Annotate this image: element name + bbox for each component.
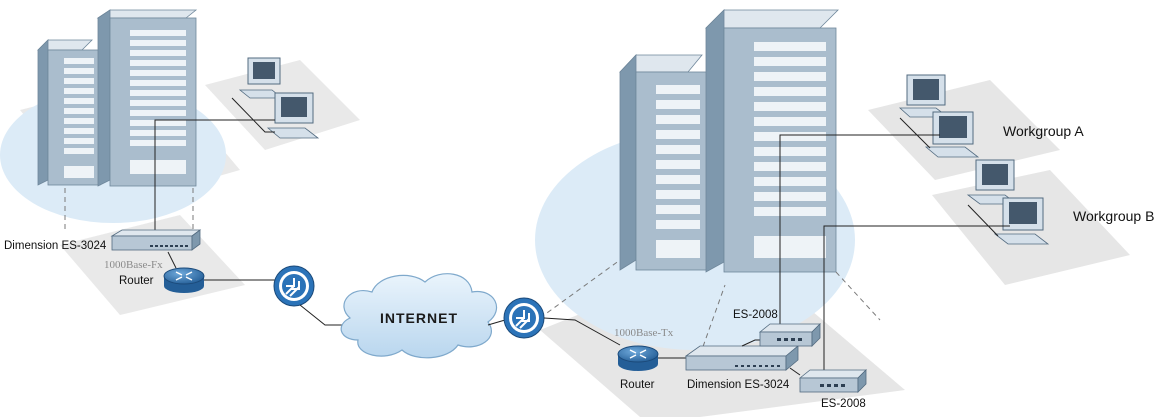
right-switch-es3024 bbox=[684, 345, 800, 371]
left-switch-es3024 bbox=[110, 229, 202, 251]
right-dash-3 bbox=[835, 271, 881, 321]
workgroup-b-cable bbox=[823, 225, 1010, 370]
es2008-top-label: ES-2008 bbox=[733, 309, 778, 321]
workgroup-b-pc-2 bbox=[993, 197, 1050, 245]
left-site bbox=[0, 9, 360, 326]
right-switch-label: Dimension ES-3024 bbox=[687, 379, 790, 391]
es2008-bottom-switch bbox=[798, 369, 867, 393]
left-cable-pc1 bbox=[231, 97, 275, 133]
right-cable-internet-gateway bbox=[487, 319, 506, 326]
left-switch-label: Dimension ES-3024 bbox=[4, 240, 107, 252]
workgroup-a-label: Workgroup A bbox=[1003, 123, 1084, 139]
right-gateway-icon bbox=[503, 297, 545, 339]
right-link-label: 1000Base-Tx bbox=[614, 327, 674, 339]
right-router-label: Router bbox=[620, 379, 655, 391]
workgroup-a-pc-1 bbox=[898, 74, 950, 118]
right-server-short bbox=[619, 53, 709, 271]
workgroup-b-label: Workgroup B bbox=[1073, 208, 1155, 224]
es2008-top-switch bbox=[758, 323, 821, 347]
right-site bbox=[503, 9, 1130, 417]
left-cable-gateway-internet bbox=[299, 304, 350, 326]
left-pc-2 bbox=[266, 92, 320, 139]
right-router bbox=[617, 345, 659, 371]
right-server-tall bbox=[705, 9, 839, 273]
left-gateway-icon bbox=[273, 265, 315, 307]
left-router bbox=[163, 251, 205, 293]
left-cable-pc bbox=[154, 119, 275, 232]
right-cable-gateway-router bbox=[543, 317, 621, 346]
right-dash-2 bbox=[699, 284, 726, 356]
workgroup-a-cable bbox=[779, 134, 940, 335]
internet-label: INTERNET bbox=[380, 310, 458, 326]
left-server-tall bbox=[96, 9, 198, 187]
right-cable-switch-es2008-bottom bbox=[789, 367, 801, 376]
workgroup-b-cable-2 bbox=[967, 204, 999, 237]
left-server-short bbox=[37, 39, 101, 186]
internet-cloud bbox=[340, 273, 498, 359]
left-link-label: 1000Base-Fx bbox=[104, 259, 163, 271]
workgroup-a-pc-2 bbox=[924, 111, 980, 158]
workgroup-a-cable-2 bbox=[899, 117, 931, 149]
right-dash-1 bbox=[539, 259, 621, 319]
left-router-label: Router bbox=[119, 275, 154, 287]
es2008-bottom-label: ES-2008 bbox=[821, 398, 866, 410]
left-pc-1 bbox=[238, 57, 284, 99]
workgroup-b-pc-1 bbox=[966, 159, 1019, 205]
